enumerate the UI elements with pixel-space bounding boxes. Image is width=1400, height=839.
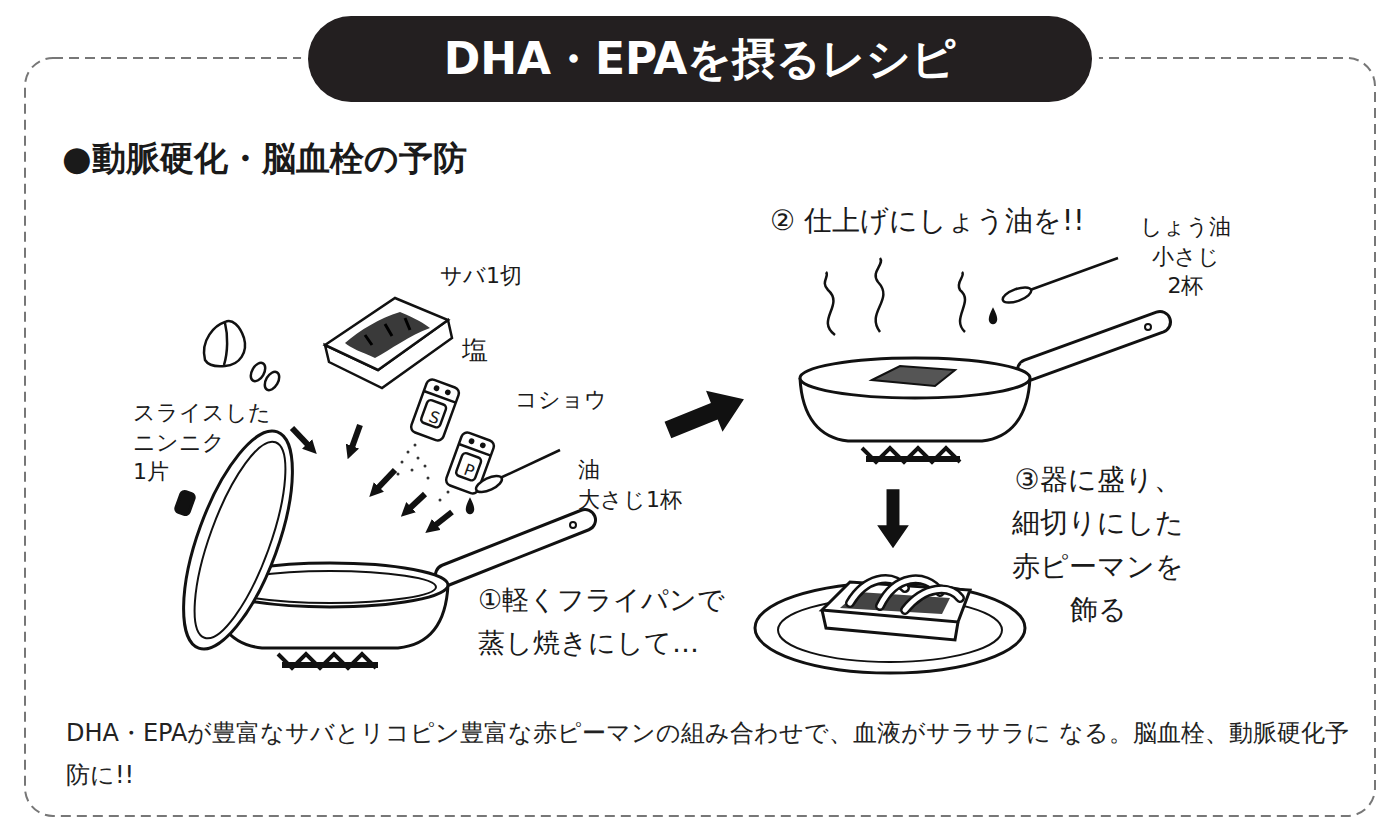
dot — [417, 457, 420, 460]
frying-pan — [800, 322, 1160, 441]
garlic-slice — [262, 369, 282, 392]
shaker-hole — [481, 443, 485, 447]
step-text: ② 仕上げにしょう油を!! — [770, 203, 1084, 239]
shaker-letter: P — [461, 460, 477, 483]
pan-handle-fill — [446, 520, 585, 575]
step-arrow — [877, 489, 909, 548]
small-arrow — [292, 428, 310, 447]
shaker-body — [409, 378, 460, 442]
steam-curl — [959, 272, 965, 332]
ingredient-label: コショウ — [515, 386, 607, 415]
burner — [862, 448, 960, 462]
steam — [825, 258, 965, 335]
dot — [397, 473, 400, 476]
lid-knob — [175, 490, 196, 515]
dot — [407, 451, 410, 454]
handle-hole — [570, 522, 576, 528]
pan-rim — [800, 358, 1030, 398]
ingredient-label: 塩 — [462, 334, 488, 368]
lid-inner — [176, 432, 304, 648]
small-arrow — [351, 425, 360, 450]
cooking-fillet — [872, 366, 955, 386]
steam-curl — [825, 272, 835, 335]
step-arrow — [660, 379, 753, 451]
garlic — [204, 321, 282, 393]
small-arrow — [408, 494, 425, 510]
oil-drop — [467, 500, 473, 513]
spoon-handle — [500, 450, 560, 478]
spoon-bowl — [474, 473, 504, 496]
pan-handle — [1028, 322, 1160, 370]
step-text: ③器に盛り、 細切りにした 赤ピーマンを 飾る — [1012, 458, 1184, 632]
garlic-clove — [204, 321, 245, 366]
spoon-handle — [1030, 258, 1118, 290]
burner — [278, 654, 378, 668]
small-arrow — [376, 470, 395, 490]
shaker-hole — [446, 390, 450, 394]
pan-lid — [161, 418, 315, 661]
dot — [447, 491, 450, 494]
fillet-pattern — [365, 318, 410, 345]
soy-spoon — [990, 258, 1118, 323]
caption: DHA・EPAが豊富なサバとリコピン豊富な赤ピーマンの組み合わせで、血液がサラサ… — [66, 712, 1356, 796]
dot — [439, 499, 442, 502]
step-text: ①軽くフライパンで 蒸し焼きにして… — [478, 578, 725, 664]
dot — [414, 444, 417, 447]
dashed-frame — [25, 58, 1375, 816]
shaker-letter: S — [426, 407, 443, 430]
red-pepper-strips — [850, 579, 960, 610]
ingredient-label: サバ1切 — [440, 262, 522, 291]
pepper-strip — [905, 589, 960, 610]
salt-shaker — [409, 378, 460, 442]
dot — [401, 461, 404, 464]
steam-curl — [876, 258, 884, 332]
fillet-skin — [345, 312, 430, 358]
mackerel-fillet — [325, 298, 452, 388]
pepper-strip-fill — [905, 589, 960, 610]
soy-drop — [990, 310, 996, 323]
pan-handle — [446, 520, 585, 575]
ingredient-label: しょう油 小さじ 2杯 — [1140, 212, 1231, 301]
dot — [427, 477, 430, 480]
lid-outer — [161, 418, 315, 661]
title-pill: DHA・EPAを摂るレシピ — [308, 16, 1092, 102]
burner-grate — [862, 448, 960, 462]
title: DHA・EPAを摂るレシピ — [444, 30, 957, 89]
pan-handle-fill — [1028, 322, 1160, 370]
handle-hole — [1145, 324, 1151, 330]
spoon-bowl — [1001, 284, 1033, 306]
burner-base — [282, 662, 378, 668]
ingredient-label: スライスした ニンニク 1片 — [133, 398, 271, 487]
oil-spoon — [467, 450, 560, 513]
section-heading: ●動脈硬化・脳血栓の予防 — [62, 136, 467, 180]
garlic-line — [224, 323, 227, 365]
small-arrow — [433, 512, 452, 527]
ingredient-label: 油 大さじ1杯 — [578, 455, 682, 514]
dot — [411, 469, 414, 472]
fillet-top — [325, 298, 448, 370]
small-arrows — [292, 425, 452, 527]
shaker-hole — [434, 386, 438, 390]
shaker-hole — [469, 439, 473, 443]
dot — [424, 465, 427, 468]
burner-base — [866, 456, 960, 462]
